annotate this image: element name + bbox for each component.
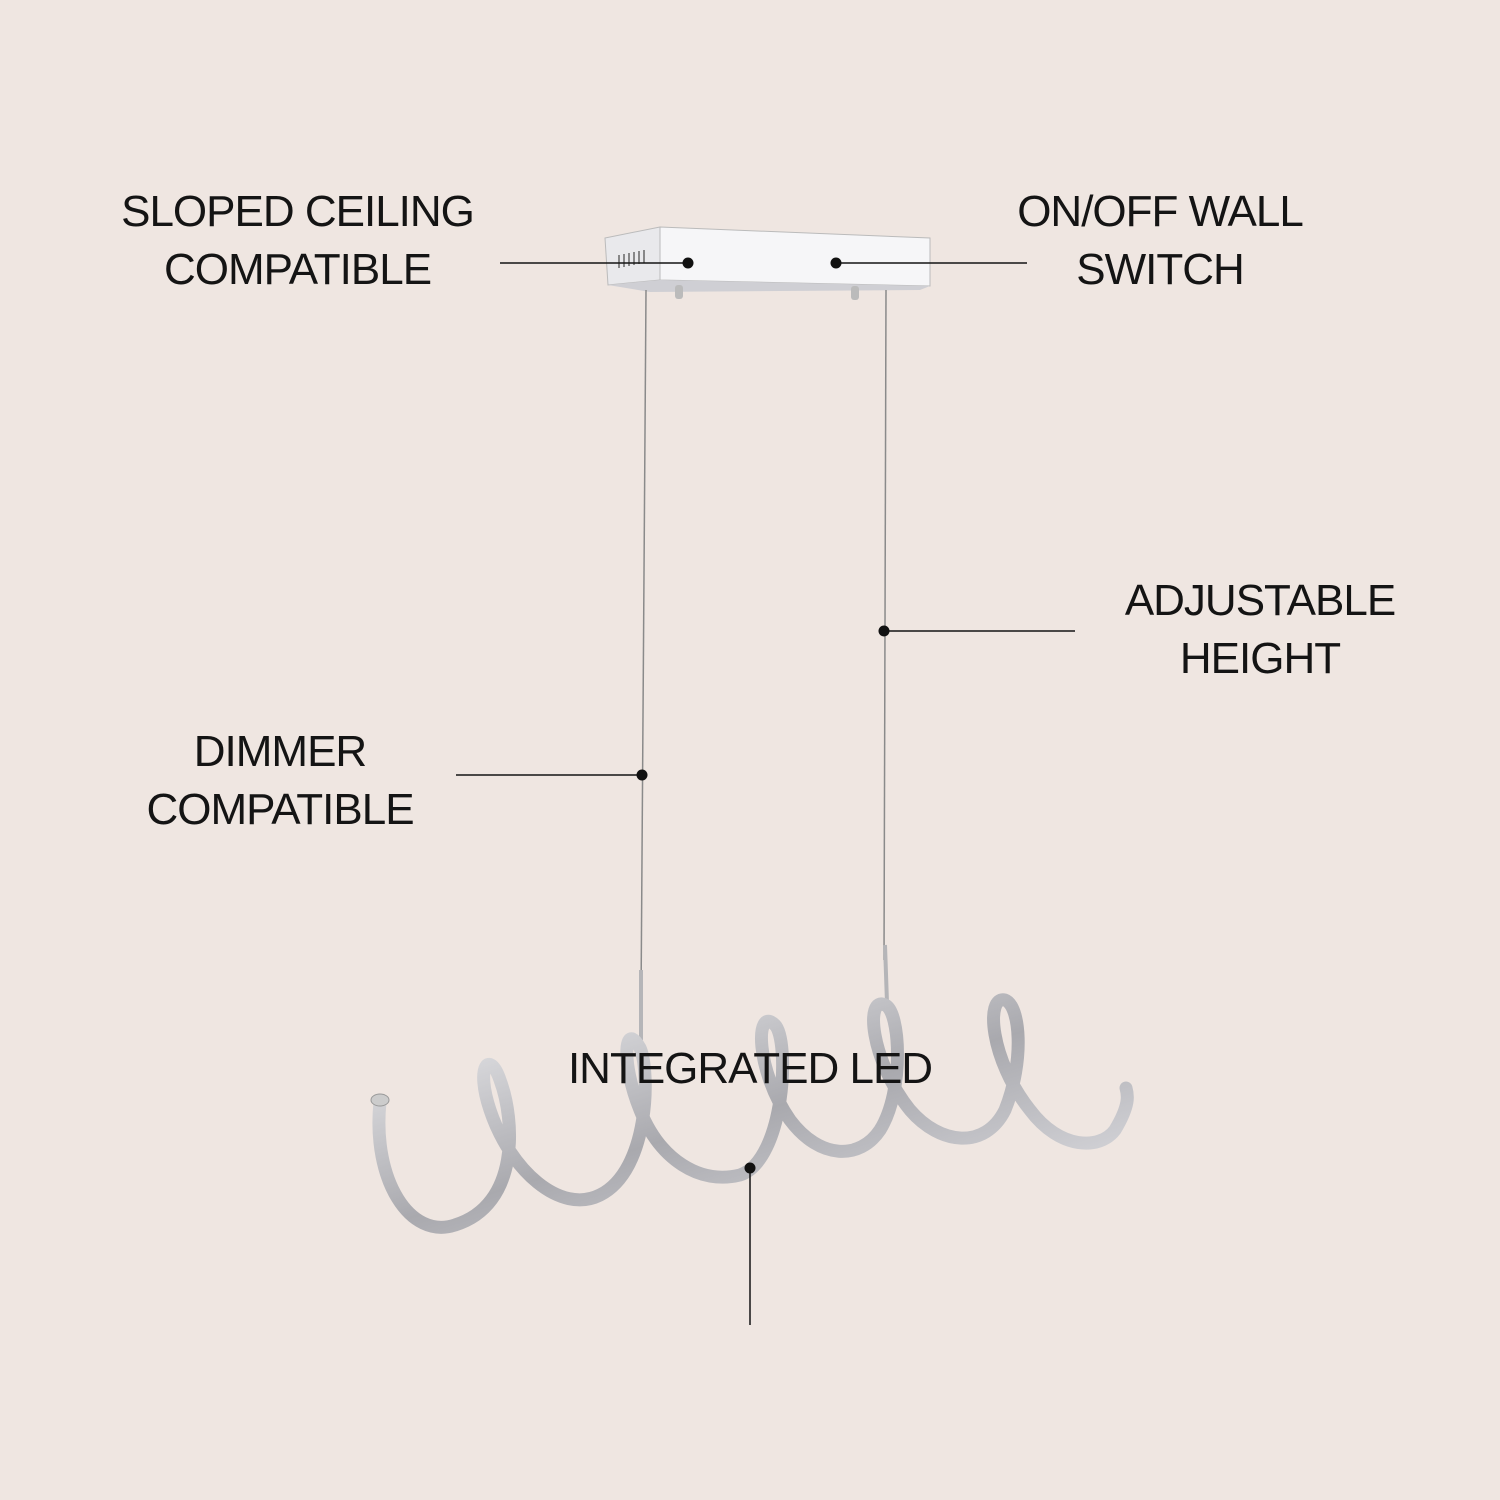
callout-line: COMPATIBLE [146,785,414,834]
leader-lines [456,262,1075,1325]
callout-dots [636,257,890,1174]
callout-adjustable-height: ADJUSTABLE HEIGHT [1095,572,1425,688]
callout-integrated-led: INTEGRATED LED [520,1040,980,1098]
callout-line: ON/OFF WALL [1017,187,1304,236]
callout-line: SLOPED CEILING [121,187,475,236]
suspension-cable-right [883,289,887,961]
callout-line: ADJUSTABLE [1124,576,1396,625]
callout-dimmer: DIMMER COMPATIBLE [115,723,445,839]
callout-line: SWITCH [1076,245,1245,294]
callout-wall-switch: ON/OFF WALL SWITCH [985,183,1335,299]
callout-line: HEIGHT [1179,634,1341,683]
callout-line: DIMMER [193,727,367,776]
callout-sloped-ceiling: SLOPED CEILING COMPATIBLE [85,183,510,299]
suspension-cable-left [640,289,647,1001]
callout-line: COMPATIBLE [163,245,432,294]
callout-line: INTEGRATED LED [567,1044,933,1093]
spiral-led-fixture [372,993,1134,1234]
